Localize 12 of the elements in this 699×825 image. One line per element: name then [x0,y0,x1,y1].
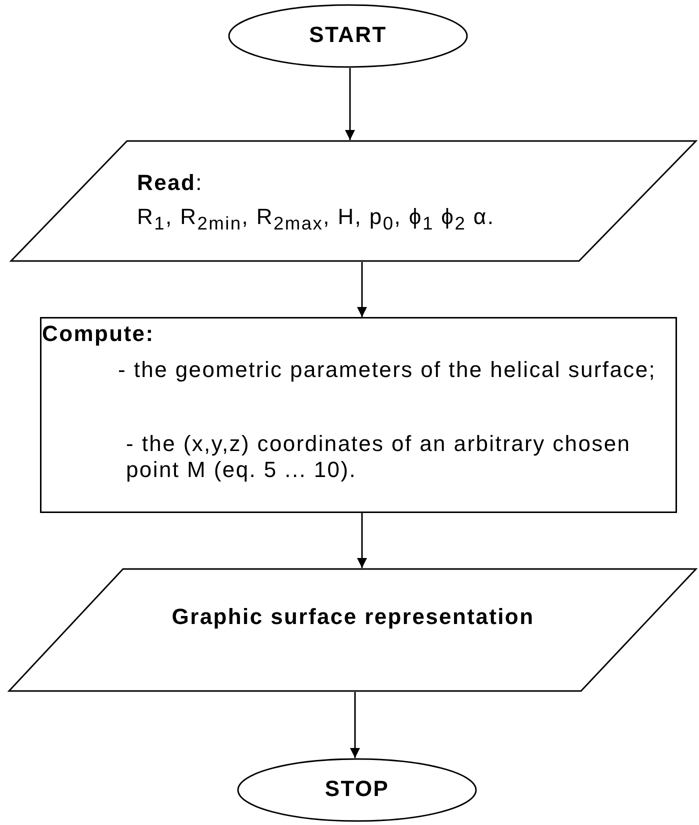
arrow [350,692,360,758]
parameter-list: R$_{1}$, R$_{2min}$, R$_{2max}$, H, p$_{0}$, ϕ$_{1}$ ϕ$_{2}$ α. [137,204,495,234]
process-step: - the (x,y,z) coordinates of an arbitrary chosen point M (eq. 5 ... 10). [126,431,676,484]
input-heading: Read: [137,170,203,196]
terminal-label: START [308,22,388,48]
arrow [357,262,367,317]
output-label: Graphic surface representation [170,604,536,630]
arrow [345,68,355,140]
process-step: - the geometric parameters of the helical surface; [118,357,656,384]
arrow [357,513,367,568]
terminal-label: STOP [324,776,390,802]
process-heading: Compute: [42,321,154,348]
